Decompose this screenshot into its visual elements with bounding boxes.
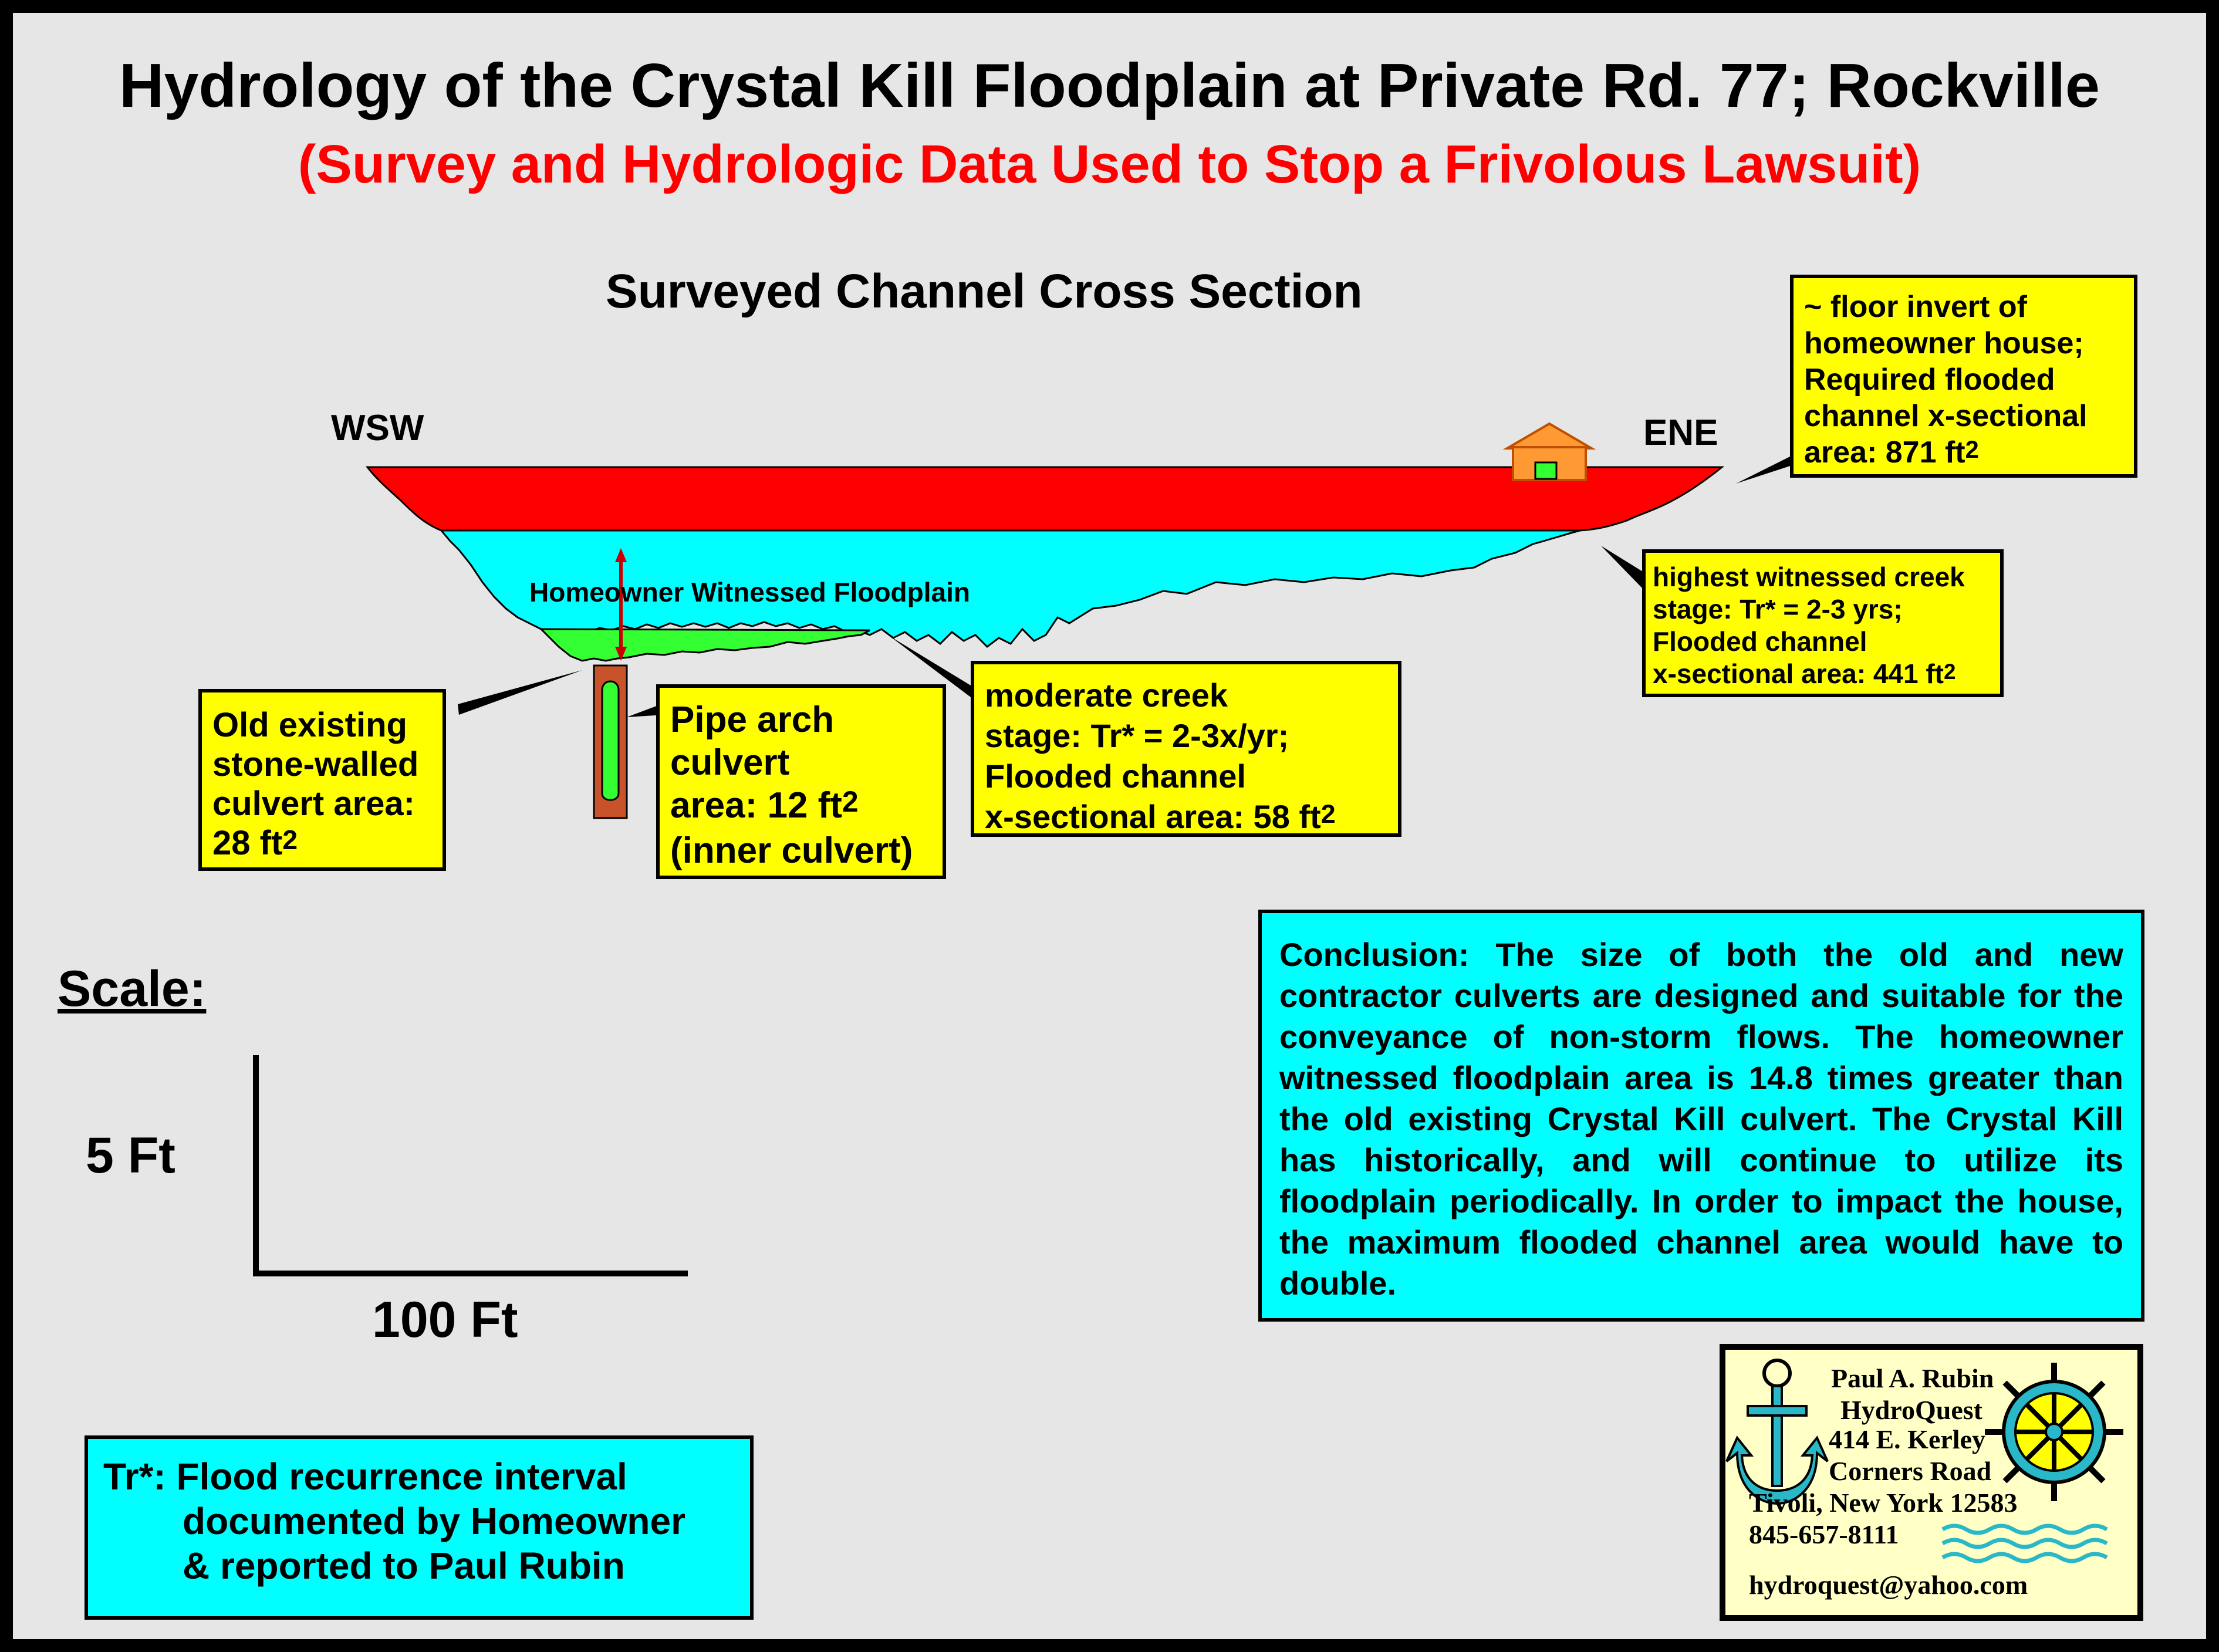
callout-line: Flooded channel <box>985 758 1246 795</box>
pointer-pipe-arch <box>627 703 664 717</box>
direction-ene: ENE <box>1643 413 1718 453</box>
red-flood-zone <box>365 466 1725 532</box>
callout-area-text: area: 871 ft <box>1804 435 1965 469</box>
scale-vertical-label: 5 Ft <box>86 1127 175 1184</box>
callout-line: culvert area: <box>212 785 415 823</box>
callout-area-text: 28 ft <box>212 824 283 862</box>
callout-line: Pipe arch <box>670 700 835 740</box>
callout-line: homeowner house; <box>1804 326 2084 360</box>
callout-moderate-stage: moderate creek stage: Tr* = 2-3x/yr; Flo… <box>971 661 1401 837</box>
superscript: 2 <box>1944 659 1956 684</box>
superscript: 2 <box>842 785 859 819</box>
scale-bars <box>253 1055 688 1276</box>
scale-heading: Scale: <box>58 961 207 1017</box>
green-flood-zone <box>539 628 870 662</box>
contact-address-line1: 414 E. Kerley <box>1829 1424 1985 1454</box>
scale-horizontal-label: 100 Ft <box>372 1292 518 1348</box>
ship-wheel-icon <box>1985 1363 2123 1501</box>
contact-name: Paul A. Rubin <box>1831 1363 1994 1393</box>
callout-line: stage: Tr* = 2-3 yrs; <box>1653 594 1903 624</box>
callout-old-culvert: Old existing stone-walled culvert area: … <box>198 689 446 871</box>
callout-line: Old existing <box>212 706 407 744</box>
callout-highest-stage: highest witnessed creek stage: Tr* = 2-3… <box>1642 549 2004 697</box>
callout-pipe-arch: Pipe arch culvert area: 12 ft2 (inner cu… <box>656 684 946 879</box>
anchor-icon <box>1725 1359 1829 1505</box>
callout-line: culvert <box>670 742 790 783</box>
main-title: Hydrology of the Crystal Kill Floodplain… <box>119 51 2100 120</box>
cross-section-diagram <box>253 422 1790 1276</box>
contact-company: HydroQuest <box>1840 1395 1982 1425</box>
callout-line: Flooded channel <box>1653 626 1867 657</box>
superscript: 2 <box>282 824 298 855</box>
callout-line: moderate creek <box>985 677 1228 714</box>
pipe-arch-shape <box>601 680 620 801</box>
pointer-old-culvert <box>458 670 582 715</box>
pointer-floor-invert <box>1736 457 1790 484</box>
callout-area-text: area: 12 ft <box>670 785 842 826</box>
footnote-line: & reported to Paul Rubin <box>183 1545 625 1587</box>
contact-email[interactable]: hydroquest@yahoo.com <box>1749 1570 2028 1600</box>
callout-line: channel x-sectional <box>1804 399 2088 433</box>
pointer-highest-stage <box>1601 546 1650 588</box>
contact-logo-box: Paul A. Rubin HydroQuest 414 E. Kerley C… <box>1720 1344 2143 1621</box>
callout-line: (inner culvert) <box>670 830 913 871</box>
footnote-line: Tr*: Flood recurrence interval <box>103 1455 627 1498</box>
superscript: 2 <box>1320 799 1336 829</box>
contact-address-line2: Corners Road <box>1829 1456 1992 1486</box>
floodplain-label: Homeowner Witnessed Floodplain <box>529 577 970 607</box>
contact-phone: 845-657-8111 <box>1749 1519 1899 1549</box>
callout-line: stage: Tr* = 2-3x/yr; <box>985 717 1289 754</box>
conclusion-box: Conclusion: The size of both the old and… <box>1258 910 2144 1322</box>
footnote-box: Tr*: Flood recurrence interval documente… <box>85 1435 754 1620</box>
waves-icon <box>1941 1523 2108 1563</box>
callout-line: highest witnessed creek <box>1653 562 1965 592</box>
arrow-down-icon <box>615 647 627 661</box>
superscript: 2 <box>1965 435 1979 463</box>
house-icon <box>1502 422 1596 481</box>
direction-wsw: WSW <box>331 408 424 448</box>
callout-line: Required flooded <box>1804 363 2055 397</box>
cyan-flood-zone <box>439 529 1580 648</box>
contact-city: Tivoli, New York 12583 <box>1749 1488 2018 1518</box>
callout-area-text: x-sectional area: 441 ft <box>1653 658 1944 689</box>
callout-line: ~ floor invert of <box>1804 290 2027 324</box>
pointer-moderate-stage <box>890 636 971 697</box>
callout-area-text: x-sectional area: 58 ft <box>985 798 1321 835</box>
arrow-up-icon <box>615 548 627 562</box>
footnote-line: documented by Homeowner <box>183 1500 685 1542</box>
section-heading: Surveyed Channel Cross Section <box>606 265 1363 318</box>
callout-floor-invert: ~ floor invert of homeowner house; Requi… <box>1790 275 2137 478</box>
logo-graphics <box>1725 1359 2123 1563</box>
subtitle: (Survey and Hydrologic Data Used to Stop… <box>298 134 1921 194</box>
callout-line: stone-walled <box>212 745 419 783</box>
